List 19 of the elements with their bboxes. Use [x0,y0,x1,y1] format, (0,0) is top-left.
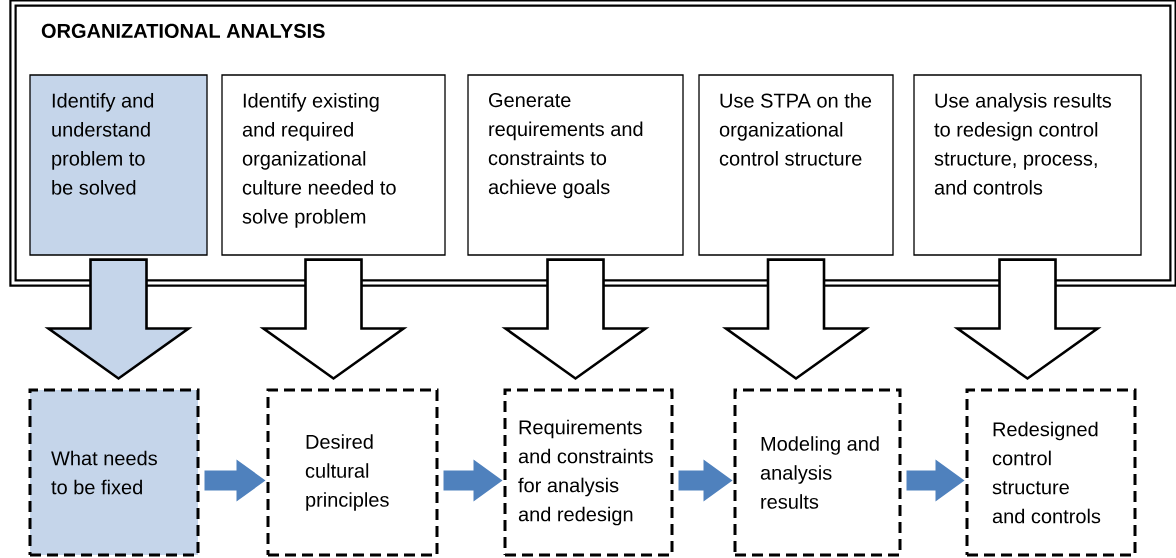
output-box: Requirements and constraints for analysis and redesign [503,388,674,557]
block-arrow [259,258,408,381]
output-box: Redesigned control structure and controls [965,388,1137,557]
output-box: Modeling and analysis results [733,388,902,557]
block-arrow [953,258,1102,381]
block-arrow [443,459,503,502]
process-box: Identify and understand problem to be solved [29,74,208,256]
block-arrow [44,258,193,381]
block-arrow [678,459,733,502]
process-box: Generate requirements and constraints to achieve goals [467,74,684,256]
process-box: Identify existing and required organizational culture needed to solve problem [221,74,446,256]
output-box: Desired cultural principles [266,388,439,557]
block-arrow [721,258,871,381]
block-arrow [204,459,266,502]
output-box: What needs to be fixed [28,388,200,557]
block-arrow [906,459,965,502]
block-arrow [501,258,650,381]
process-box: Use STPA on the organizational control structure [698,74,894,256]
process-box: Use analysis results to redesign control structure, process, and controls [913,74,1142,256]
